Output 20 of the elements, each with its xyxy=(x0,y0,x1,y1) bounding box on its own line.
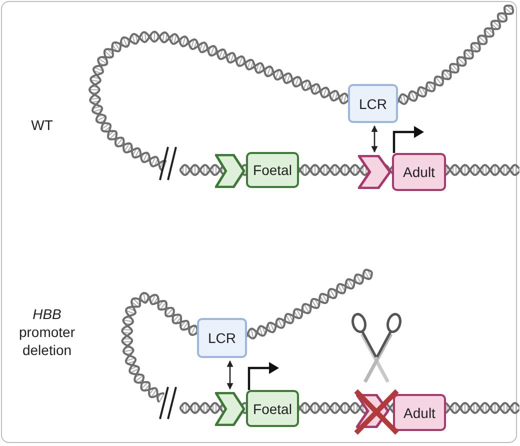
condition-label: WT xyxy=(30,116,54,134)
node-label: Adult xyxy=(403,164,435,180)
node-label: Foetal xyxy=(253,162,292,178)
gene-box xyxy=(246,152,299,188)
gene-box xyxy=(393,394,446,431)
node-label: LCR xyxy=(358,96,387,112)
lcr-box xyxy=(197,318,247,358)
promoter-element xyxy=(215,392,245,426)
gene-box xyxy=(246,390,299,427)
gene-box xyxy=(392,153,446,191)
promoter-element xyxy=(358,155,391,189)
node-label: LCR xyxy=(208,330,236,346)
double-arrow xyxy=(371,125,378,153)
node-label: Foetal xyxy=(253,400,292,416)
promoter-element xyxy=(215,154,245,188)
condition-label: HBB promoter deletion xyxy=(18,305,76,360)
lcr-box xyxy=(348,84,398,123)
double-arrow xyxy=(226,360,234,390)
node-label: Adult xyxy=(404,404,436,420)
promoter-element xyxy=(356,394,389,428)
